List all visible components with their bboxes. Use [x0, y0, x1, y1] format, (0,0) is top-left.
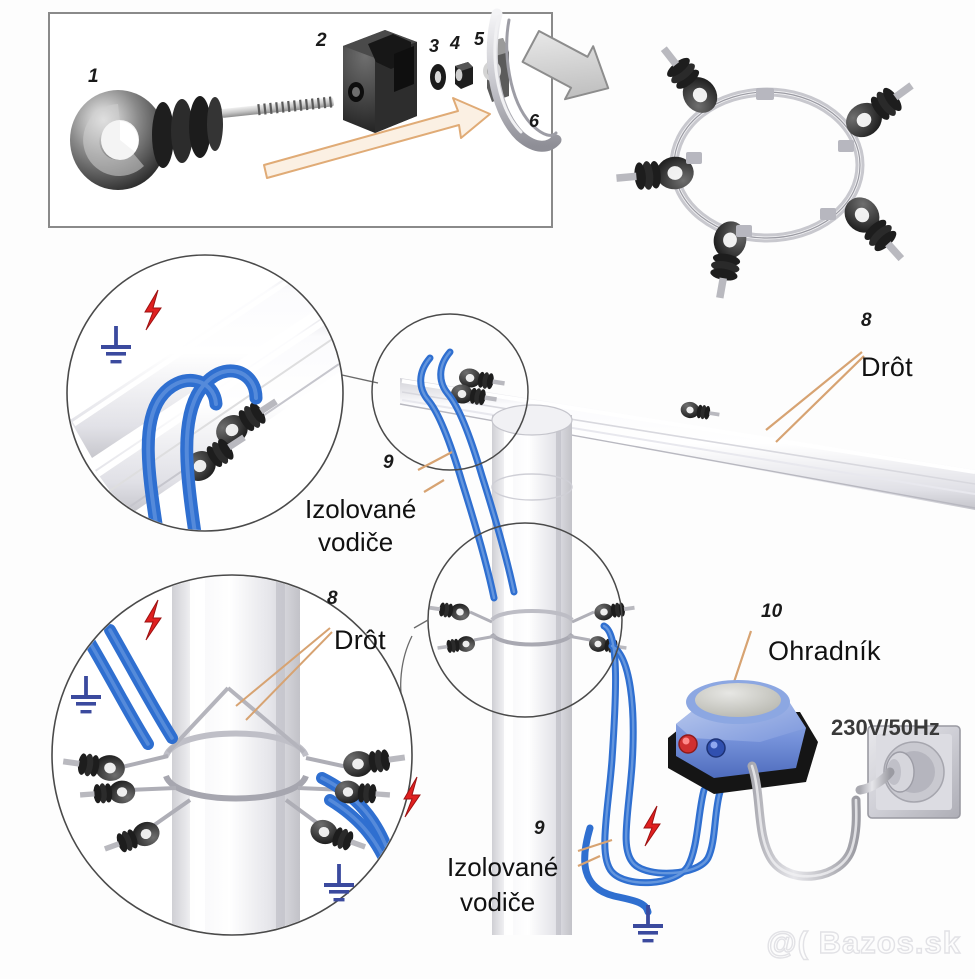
- label-drot-top: Drôt: [861, 352, 913, 382]
- callout-number-3: 3: [429, 36, 440, 56]
- label-mains-voltage: 230V/50Hz: [831, 715, 940, 740]
- assembly-arrow-grey: [521, 29, 610, 101]
- label-ohradnik: Ohradník: [768, 636, 881, 666]
- crossbar-far-insulator: [679, 400, 721, 423]
- part-2-insulator-body: [343, 30, 417, 133]
- energizer-unit: [668, 680, 861, 881]
- part-1-ring-insulator: [70, 90, 223, 190]
- label-izolovane-bottom-line1: Izolované: [447, 852, 559, 882]
- pointer-izolovane-top: [417, 451, 453, 493]
- callout-number-6: 6: [529, 111, 540, 131]
- ground-icon-bottom: [633, 905, 663, 943]
- terminal-blue: [706, 738, 726, 758]
- callout-number-9-top: 9: [383, 452, 394, 473]
- inset-crossbar-top-clamp: [371, 313, 529, 471]
- part-4-nut: [455, 62, 473, 89]
- part-6-band-clamp: [486, 8, 562, 152]
- inset-pole-ring-live: [413, 522, 623, 718]
- pointer-drot-top: [765, 351, 865, 443]
- label-izolovane-top-line1: Izolované: [305, 494, 417, 524]
- inset-pole-ring-detail: [51, 574, 421, 936]
- wall-socket: [855, 725, 961, 819]
- ground-wire: [581, 824, 652, 916]
- label-izolovane-top-line2: vodiče: [318, 527, 394, 557]
- part-1-threaded-rod: [221, 96, 334, 118]
- ring-insulator-4: [837, 190, 914, 270]
- ring-assembly-group: [615, 38, 922, 301]
- callout-number-8-bottom: 8: [327, 588, 338, 609]
- ring-insulator-1: [651, 38, 725, 120]
- label-drot-bottom: Drôt: [334, 625, 386, 655]
- callout-number-2: 2: [316, 30, 327, 51]
- callout-number-8-top: 8: [861, 310, 872, 331]
- callout-number-10: 10: [761, 601, 783, 622]
- part-3-washer: [430, 64, 446, 90]
- main-pole-scene: [399, 348, 975, 935]
- assembly-arrow-orange: [263, 97, 491, 179]
- callout-number-4: 4: [450, 33, 461, 53]
- callout-number-9-bottom: 9: [534, 818, 545, 839]
- pole-ring-clamp-mid: [428, 599, 636, 656]
- exploded-parts-group: [70, 8, 562, 190]
- lightning-icon-bottom: [643, 805, 661, 847]
- callout-number-5: 5: [474, 29, 485, 49]
- callout-number-1: 1: [88, 66, 99, 87]
- label-izolovane-bottom-line2: vodiče: [460, 887, 536, 917]
- pointer-izolovane-bottom: [577, 838, 613, 868]
- vertical-pole: [491, 404, 573, 935]
- inset-crossbar-detail: [66, 254, 379, 532]
- ring-insulator-2: [839, 72, 922, 145]
- pointer-drot-inset: [235, 627, 333, 721]
- watermark: @( Bazos.sk: [766, 924, 961, 960]
- terminal-red: [678, 734, 698, 754]
